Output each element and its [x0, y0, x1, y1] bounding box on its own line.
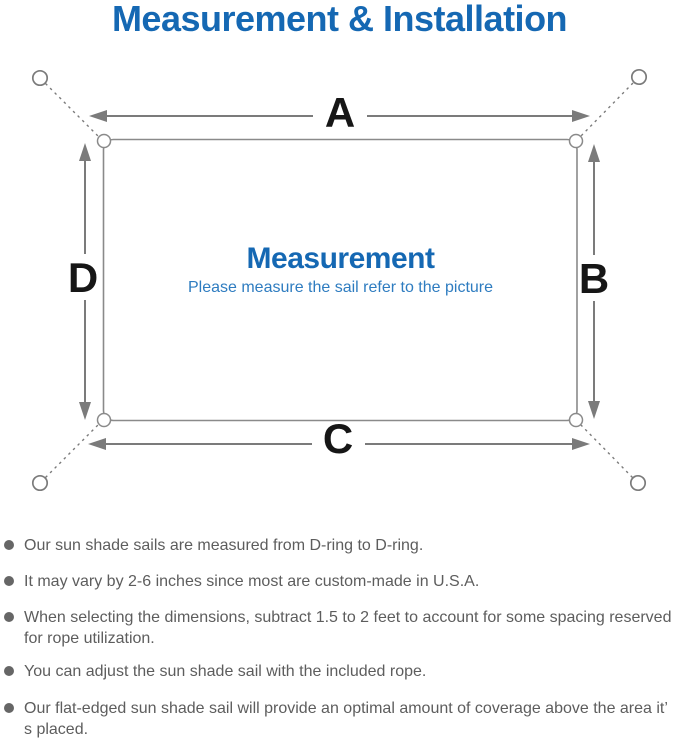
note-text-3: When selecting the dimensions, subtract … — [24, 609, 672, 647]
note-item-1: Our sun shade sails are measured from D-… — [0, 535, 677, 556]
dimension-label-b: B — [579, 255, 609, 302]
note-item-5: Our flat-edged sun shade sail will provi… — [0, 698, 677, 739]
bullet-icon — [4, 612, 14, 622]
dimension-label-c: C — [323, 415, 353, 462]
width-arrow-c — [88, 438, 590, 450]
bullet-icon — [4, 540, 14, 550]
bullet-icon — [4, 666, 14, 676]
anchor-point-icon-top-left — [31, 69, 49, 87]
anchor-point-icon-bottom-right — [629, 474, 647, 492]
bullet-icon — [4, 576, 14, 586]
diagram-center-subtitle: Please measure the sail refer to the pic… — [187, 279, 494, 296]
measurement-diagram: A B C D — [31, 68, 648, 492]
diagram-center-title: Measurement — [246, 242, 435, 275]
note-text-4: You can adjust the sun shade sail with t… — [24, 663, 427, 680]
note-item-4: You can adjust the sun shade sail with t… — [0, 661, 677, 682]
page-title: Measurement & Installation — [111, 0, 568, 39]
bullet-icon — [4, 703, 14, 713]
note-text-2: It may vary by 2-6 inches since most are… — [24, 573, 480, 590]
note-text-1: Our sun shade sails are measured from D-… — [24, 537, 424, 554]
note-text-5: Our flat-edged sun shade sail will provi… — [24, 700, 668, 738]
height-arrow-b — [588, 144, 600, 419]
anchor-points — [31, 68, 648, 492]
dimension-label-d: D — [68, 254, 98, 301]
dimension-label-a: A — [325, 89, 355, 136]
d-ring-icon-top-left — [96, 133, 112, 149]
width-arrow-a — [89, 110, 590, 122]
d-rings — [96, 133, 584, 428]
note-item-3: When selecting the dimensions, subtract … — [0, 607, 677, 649]
note-item-2: It may vary by 2-6 inches since most are… — [0, 571, 677, 592]
d-ring-icon-top-right — [568, 133, 584, 149]
anchor-point-icon-bottom-left — [31, 474, 49, 492]
d-ring-icon-bottom-left — [96, 412, 112, 428]
sail-outline — [102, 138, 578, 422]
height-arrow-d — [79, 143, 91, 420]
anchor-point-icon-top-right — [630, 68, 648, 86]
d-ring-icon-bottom-right — [568, 412, 584, 428]
